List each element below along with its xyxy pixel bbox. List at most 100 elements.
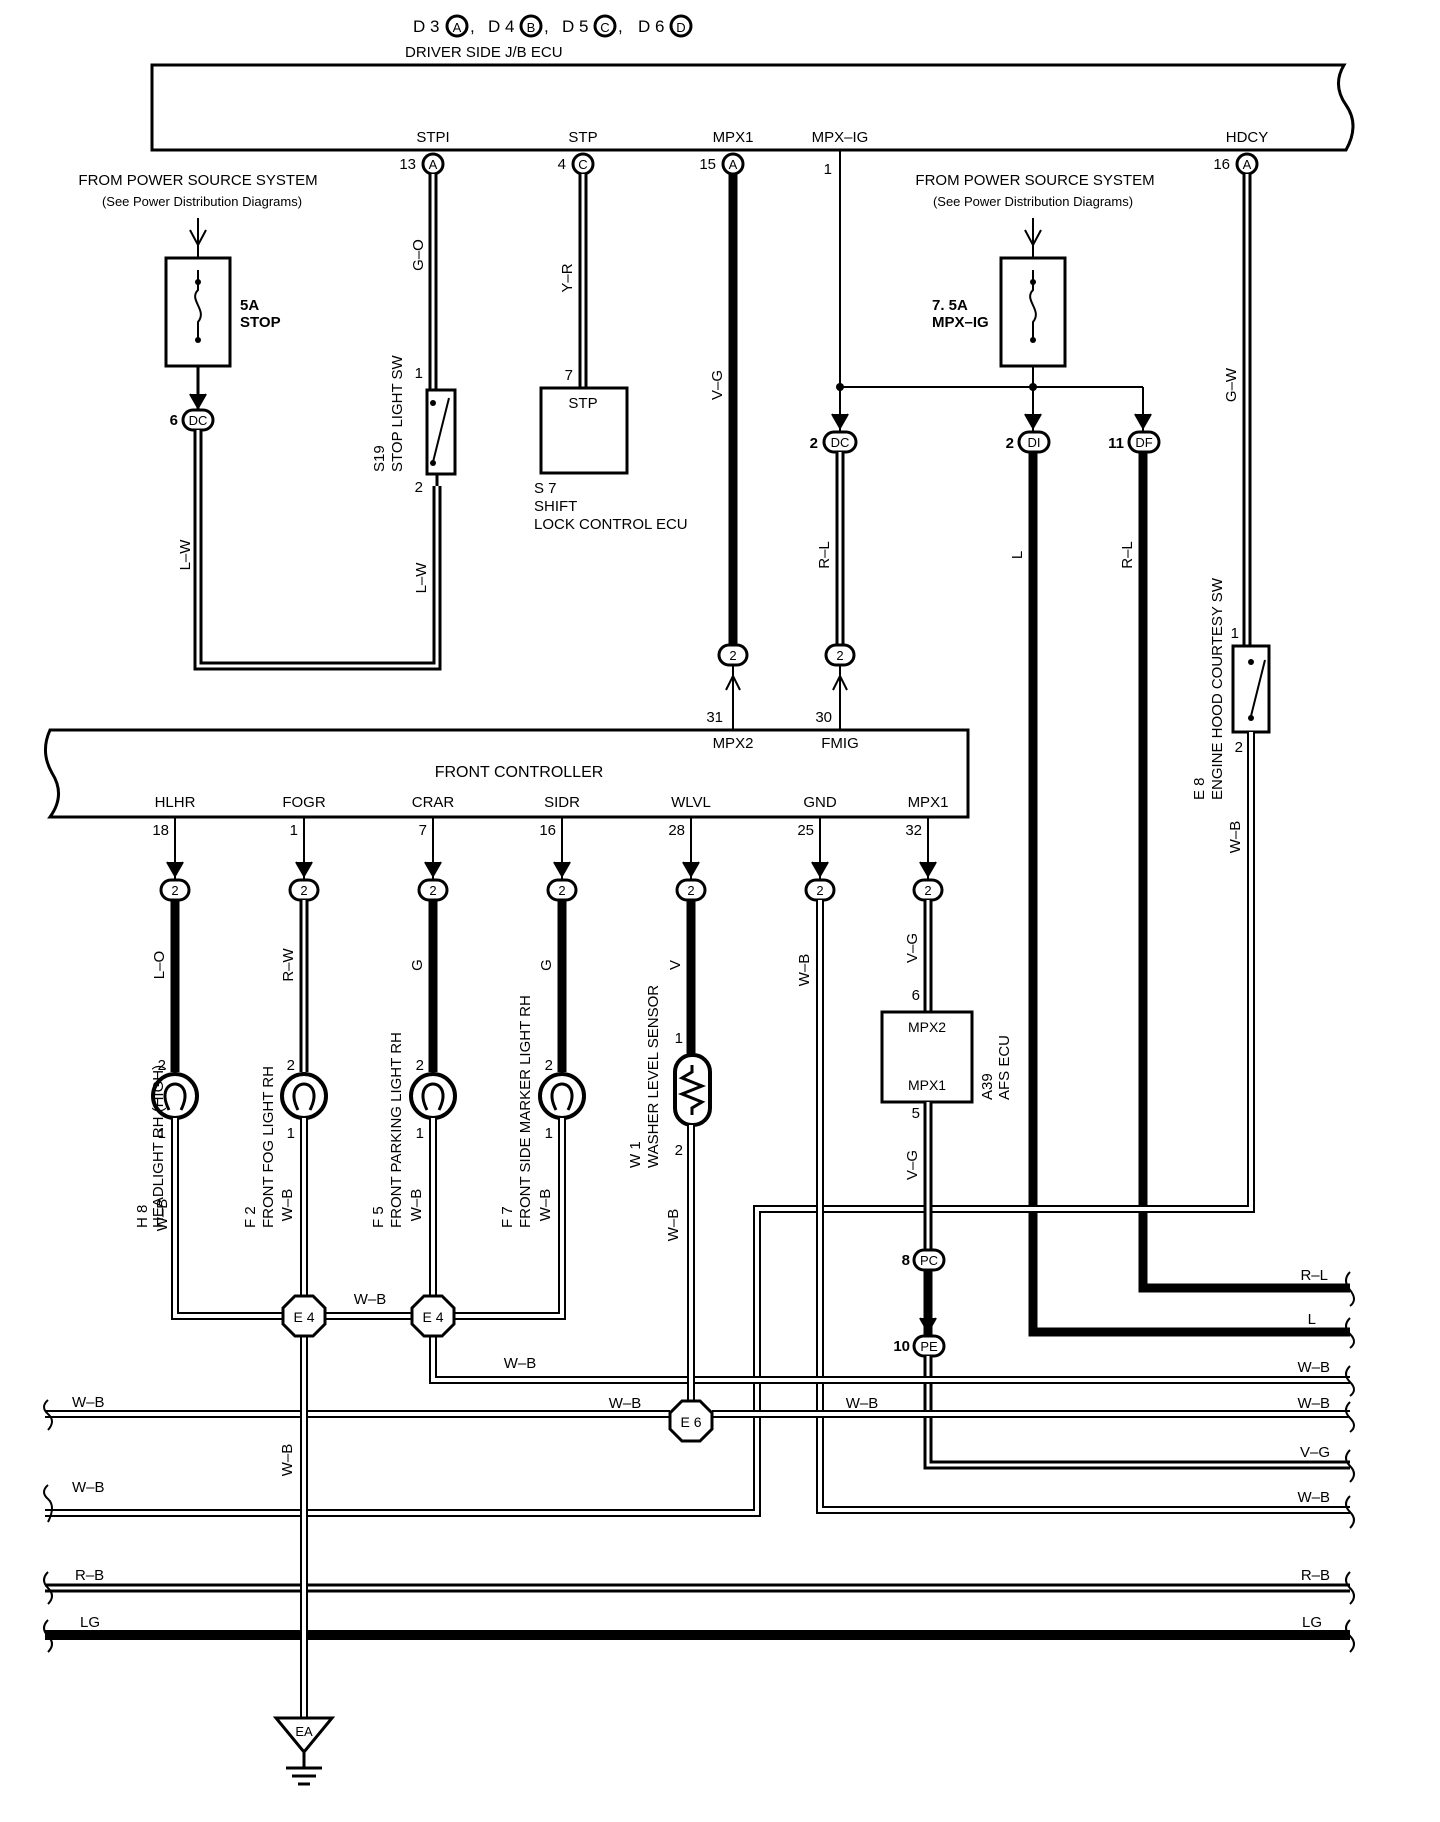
bus-wb1-label: W–B bbox=[1297, 1359, 1330, 1376]
conn-dc-left-num: 6 bbox=[170, 412, 178, 429]
header-connector-list: D 3 A , D 4 B , D 5 C , D 6 D bbox=[413, 14, 693, 38]
fc-pin-crar-conn-id: 2 bbox=[429, 883, 436, 898]
stop-sw-pin-bottom: 2 bbox=[415, 479, 423, 496]
bus-vg-label: V–G bbox=[1300, 1444, 1330, 1461]
fc-pin-gnd-num: 25 bbox=[797, 822, 814, 839]
jb-pin-stpi-letter: A bbox=[429, 157, 438, 172]
lamp-f5: 2 1 F 5 FRONT PARKING LIGHT RH W–B bbox=[370, 1032, 457, 1228]
wire-l-label: L bbox=[1009, 551, 1026, 559]
bus-rb-left-label: R–B bbox=[75, 1567, 104, 1584]
lamp-f2-code: F 2 bbox=[242, 1206, 259, 1228]
power-left-note: (See Power Distribution Diagrams) bbox=[102, 194, 302, 209]
wire-gw-label: G–W bbox=[1223, 367, 1240, 402]
fuse-stop-symbol bbox=[194, 270, 202, 342]
arrow-pe bbox=[919, 1317, 937, 1335]
fuse-stop-name: STOP bbox=[240, 314, 281, 331]
lamp-f2-gnd-label: W–B bbox=[279, 1189, 296, 1222]
ecu-title: DRIVER SIDE J/B ECU bbox=[405, 44, 563, 61]
lamp-f7-gnd-label: W–B bbox=[537, 1189, 554, 1222]
header-conn-d5-prefix: D 5 bbox=[562, 17, 588, 36]
fc-pin-crar: CRAR 7 2 bbox=[412, 794, 454, 902]
bus-wb2-left-label: W–B bbox=[72, 1394, 105, 1411]
wire-gnd-wb-label: W–B bbox=[796, 954, 813, 987]
wire-afs-out-label: V–G bbox=[904, 1150, 921, 1180]
fc-pin-wlvl-label: WLVL bbox=[671, 794, 711, 811]
wire-lw-loop-stripe bbox=[196, 430, 439, 668]
lamp-f5-pin-bottom: 1 bbox=[416, 1125, 424, 1142]
stop-sw-blade bbox=[432, 397, 450, 463]
bus-lg-left-label: LG bbox=[80, 1614, 100, 1631]
header-conn-d3-circle bbox=[445, 14, 469, 38]
header-conn-d5-letter: C bbox=[600, 20, 609, 35]
afs-ecu: 6 MPX2 MPX1 5 A39 AFS ECU bbox=[880, 987, 1013, 1122]
lamp-f7-icon bbox=[538, 1072, 586, 1120]
ground-ea-icon bbox=[272, 1716, 336, 1755]
lamp-f5-name: FRONT PARKING LIGHT RH bbox=[388, 1032, 405, 1228]
w1-pin-top: 1 bbox=[675, 1030, 683, 1047]
w1-pin-bottom: 2 bbox=[675, 1142, 683, 1159]
afs-code: A39 bbox=[979, 1073, 996, 1100]
conn-di-num: 2 bbox=[1006, 435, 1014, 452]
header-conn-d4-prefix: D 4 bbox=[488, 17, 514, 36]
wire-wb-e6-left-label: W–B bbox=[609, 1395, 642, 1412]
jb-pin-mpx1-label: MPX1 bbox=[713, 129, 754, 146]
lamp-f5-code: F 5 bbox=[370, 1206, 387, 1228]
jb-ecu-box bbox=[150, 63, 1355, 152]
fuse-stop-end-top bbox=[195, 279, 201, 285]
lamp-h8-gnd-label: W–B bbox=[154, 1199, 171, 1232]
arrow-df bbox=[1134, 413, 1152, 431]
fc-top-conn-mpx2-id: 2 bbox=[729, 648, 736, 663]
wire-crar-label: G bbox=[409, 959, 426, 971]
wire-yr-label: Y–R bbox=[559, 263, 576, 292]
hood-sw-contact-top bbox=[1248, 659, 1254, 665]
lamp-h8: 2 1 H 8 HEADLIGHT RH (HIGH) W–B bbox=[134, 1057, 199, 1232]
arrow-di bbox=[1024, 413, 1042, 431]
hood-sw-pin-top: 1 bbox=[1231, 625, 1239, 642]
header-conn-d3-prefix: D 3 bbox=[413, 17, 439, 36]
stop-sw-code: S19 bbox=[371, 445, 388, 472]
header-conn-d4-sep: , bbox=[544, 17, 549, 36]
conn-pc-id: PC bbox=[920, 1253, 938, 1268]
wire-wlvl-label: V bbox=[667, 960, 684, 970]
conn-dc-left-id: DC bbox=[189, 413, 208, 428]
front-controller-title: FRONT CONTROLLER bbox=[435, 764, 604, 781]
conn-pe-num: 10 bbox=[893, 1338, 910, 1355]
arrow-fc-fmig bbox=[832, 673, 848, 691]
shift-ecu-name1: SHIFT bbox=[534, 498, 577, 515]
fc-pin-crar-num: 7 bbox=[419, 822, 427, 839]
afs-ecu-box bbox=[880, 1010, 974, 1104]
fuse-mpxig-name: MPX–IG bbox=[932, 314, 989, 331]
lamp-f5-pin-top: 2 bbox=[416, 1057, 424, 1074]
fc-pin-gnd: GND 25 2 bbox=[797, 794, 837, 902]
lamp-f7: 2 1 F 7 FRONT SIDE MARKER LIGHT RH W–B bbox=[499, 995, 586, 1228]
splice-e4-right-id: E 4 bbox=[422, 1309, 443, 1325]
shift-ecu-code: S 7 bbox=[534, 480, 557, 497]
fc-top-conn-fmig-id: 2 bbox=[836, 648, 843, 663]
header-conn-d3-letter: A bbox=[453, 20, 462, 35]
stop-sw-contact-top bbox=[430, 400, 436, 406]
bus-wb2-right-label: W–B bbox=[1297, 1395, 1330, 1412]
wire-rl-right-label: R–L bbox=[1119, 541, 1136, 569]
lamp-h8-code: H 8 bbox=[134, 1205, 151, 1228]
bus-l-label: L bbox=[1308, 1311, 1316, 1328]
hood-sw-pin-bottom: 2 bbox=[1235, 739, 1243, 756]
break-marks-left bbox=[43, 1399, 53, 1653]
fuse-mpxig-amp: 7. 5A bbox=[932, 297, 968, 314]
fc-pin-wlvl-conn-id: 2 bbox=[687, 883, 694, 898]
fc-pin-hlhr-conn-id: 2 bbox=[171, 883, 178, 898]
power-left-title: FROM POWER SOURCE SYSTEM bbox=[78, 172, 317, 189]
jb-pin-hdcy-num: 16 bbox=[1213, 156, 1230, 173]
wire-wb-ground-label: W–B bbox=[279, 1444, 296, 1477]
wire-wb-hood-inner bbox=[45, 732, 1253, 1515]
wire-sidr-label: G bbox=[538, 959, 555, 971]
front-controller-box bbox=[44, 728, 970, 819]
header-conn-d5-circle bbox=[593, 14, 617, 38]
wire-rl-right bbox=[1138, 452, 1350, 1293]
fc-pin-mpx1-num: 32 bbox=[905, 822, 922, 839]
hood-sw-contact-bottom bbox=[1248, 715, 1254, 721]
lamp-f2: 2 1 F 2 FRONT FOG LIGHT RH W–B bbox=[242, 1057, 328, 1228]
lamp-f7-name: FRONT SIDE MARKER LIGHT RH bbox=[517, 995, 534, 1228]
wire-wb-between-label: W–B bbox=[354, 1291, 387, 1308]
fuse-mpxig-symbol bbox=[1029, 270, 1037, 342]
fc-pin-sidr-conn-id: 2 bbox=[558, 883, 565, 898]
